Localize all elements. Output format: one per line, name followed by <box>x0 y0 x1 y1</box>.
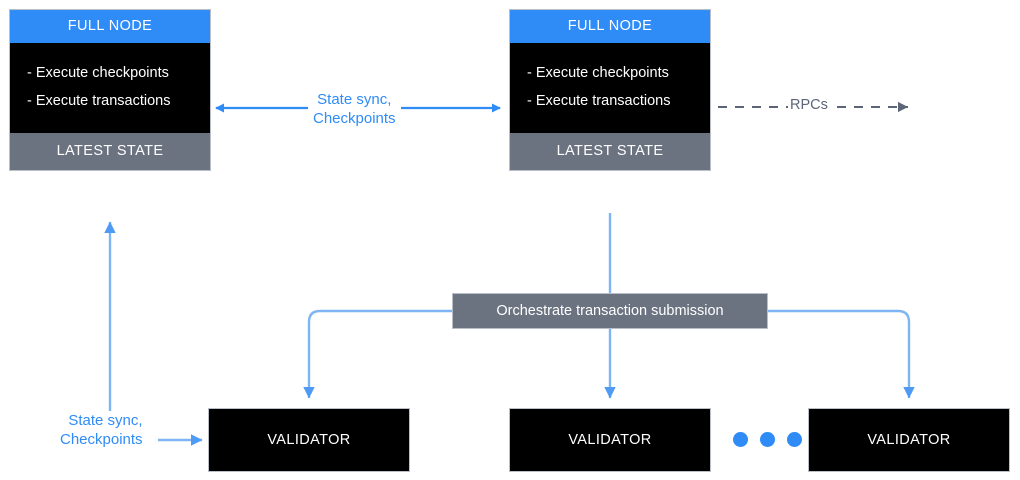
ellipsis-dot-2 <box>760 432 775 447</box>
edge-label-state-sync-left-line1: State sync, <box>68 412 143 429</box>
full-node-a-footer: LATEST STATE <box>10 133 210 170</box>
orchestrate-transaction-submission-box: Orchestrate transaction submission <box>452 293 768 329</box>
full-node-b-bullet-1: - Execute checkpoints <box>527 65 669 81</box>
edge-label-state-sync-top-line2: Checkpoints <box>313 110 396 127</box>
full-node-b-header: FULL NODE <box>510 10 710 43</box>
edge-label-rpcs: RPCs <box>788 96 830 114</box>
full-node-b-bullet-2: - Execute transactions <box>527 93 671 109</box>
validator-card-2: VALIDATOR <box>509 408 711 472</box>
ellipsis-dots <box>733 432 802 447</box>
validator-card-3: VALIDATOR <box>808 408 1010 472</box>
full-node-a-bullet-2: - Execute transactions <box>27 93 171 109</box>
full-node-a-bullet-1: - Execute checkpoints <box>27 65 169 81</box>
full-node-card-b: FULL NODE - Execute checkpoints - Execut… <box>509 9 711 171</box>
full-node-b-footer: LATEST STATE <box>510 133 710 170</box>
edge-orchestrate-to-validator-1 <box>303 309 452 399</box>
edge-orchestrate-to-validator-3 <box>768 309 915 399</box>
full-node-a-body: - Execute checkpoints - Execute transact… <box>10 43 210 133</box>
full-node-card-a: FULL NODE - Execute checkpoints - Execut… <box>9 9 211 171</box>
edge-label-state-sync-top: State sync, Checkpoints <box>308 90 401 128</box>
full-node-a-header: FULL NODE <box>10 10 210 43</box>
full-node-b-body: - Execute checkpoints - Execute transact… <box>510 43 710 133</box>
ellipsis-dot-3 <box>787 432 802 447</box>
validator-card-1: VALIDATOR <box>208 408 410 472</box>
edge-label-state-sync-left: State sync, Checkpoints <box>56 411 147 449</box>
ellipsis-dot-1 <box>733 432 748 447</box>
edge-label-state-sync-top-line1: State sync, <box>317 91 392 108</box>
edge-label-state-sync-left-line2: Checkpoints <box>60 431 143 448</box>
